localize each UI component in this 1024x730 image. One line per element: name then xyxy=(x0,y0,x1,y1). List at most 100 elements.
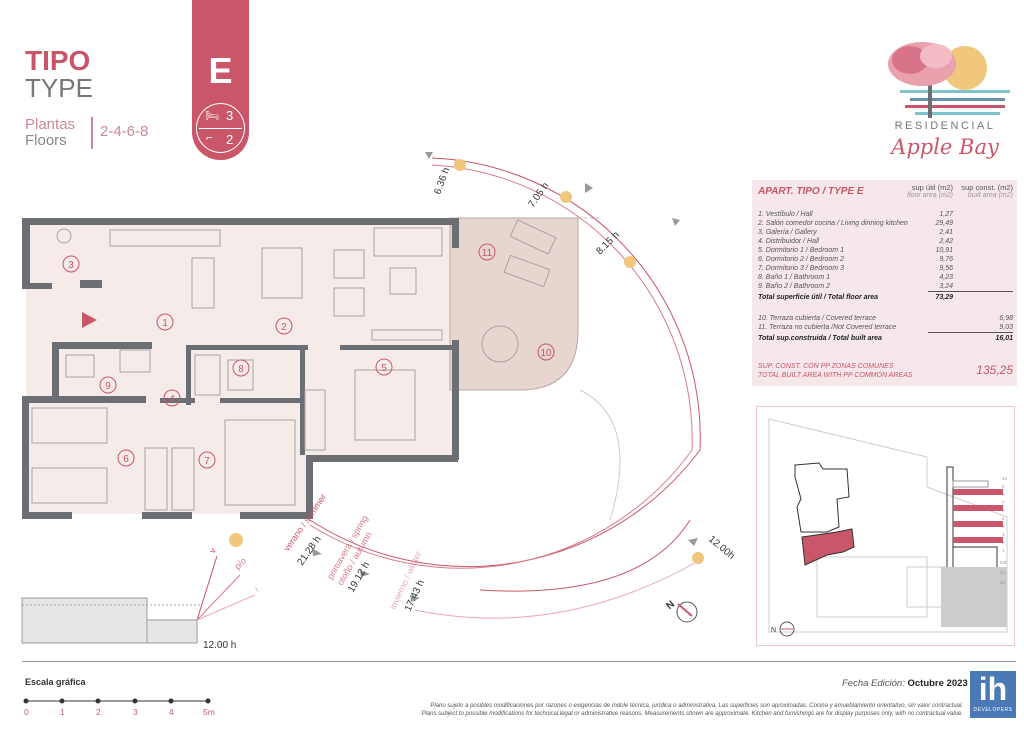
room-label: 2. Salón comedor cocina / Living dinning… xyxy=(758,220,908,227)
room-area: 4,23 xyxy=(939,274,953,281)
floor-label: 2 xyxy=(1002,540,1005,545)
room-area: 9,56 xyxy=(939,265,953,272)
developer-logo-sub: DEVELOPERS xyxy=(973,707,1013,713)
winter-ray-label: i xyxy=(253,584,260,594)
room-area: 3,24 xyxy=(939,283,953,290)
terrace-label: 11. Terraza no cubierta /Not Covered ter… xyxy=(758,324,897,331)
section-time: 12.00 h xyxy=(203,640,236,651)
room-number: 2 xyxy=(281,322,287,333)
room-number: 9 xyxy=(105,381,111,392)
sun-icon xyxy=(560,191,572,203)
equinox-ray-label: p/o xyxy=(232,555,248,571)
entrance-arrow-icon xyxy=(82,312,97,328)
edition-value: Octubre 2023 xyxy=(907,678,968,689)
disclaimer-es: Plano sujeto a posibles modificaciones p… xyxy=(430,703,963,709)
summer-ray-label: v xyxy=(207,546,218,555)
floor-label: 9 xyxy=(1002,484,1005,489)
room-label: 7. Dormitorio 3 / Bedroom 3 xyxy=(758,265,844,272)
room-number: 1 xyxy=(162,318,168,329)
divider xyxy=(91,117,93,149)
room-label: 8. Baño 1 / Bathroom 1 xyxy=(758,274,830,281)
room-area: 9,76 xyxy=(939,256,953,263)
floor-label: 6 xyxy=(1002,508,1005,513)
sun-time: 8.15 h xyxy=(594,230,621,257)
floor-label: S1 xyxy=(1000,570,1006,575)
location-minimap: 10 9 8 7 6 5 4 3 2 1 MZ S1 S2 N xyxy=(756,406,1015,646)
sun-icon xyxy=(454,159,466,171)
developer-logo: ih DEVELOPERS xyxy=(970,671,1016,718)
floors-label-en: Floors xyxy=(25,132,67,149)
floor-plan: 1 2 3 4 5 6 7 8 9 10 11 6.36 h 7.05 h 8.… xyxy=(21,152,737,651)
sun-icon xyxy=(624,256,636,268)
table-row: 6. Dormitorio 2 / Bedroom 2 9,76 xyxy=(758,255,1013,264)
room-number: 6 xyxy=(123,454,129,465)
divider xyxy=(199,128,242,129)
floor-label: 10 xyxy=(1002,476,1008,481)
room-label: 5. Dormitorio 1 / Bedroom 1 xyxy=(758,247,844,254)
total-built-value: 16,01 xyxy=(995,335,1013,342)
table-row: 8. Baño 1 / Bathroom 1 4,23 xyxy=(758,273,1013,282)
room-number: 3 xyxy=(68,260,74,271)
terrace-area: 9,03 xyxy=(999,324,1013,331)
terrace-area: 6,98 xyxy=(999,315,1013,322)
room-label: 9. Baño 2 / Bathroom 2 xyxy=(758,283,830,290)
type-ribbon: E 🛏︎ 3 ⌐ 2 xyxy=(192,0,249,160)
north-label: N xyxy=(664,599,677,612)
scale-tick: 5m xyxy=(203,707,215,717)
noon-time: 12.00h xyxy=(706,534,737,562)
total-floor-label: Total superficie útil / Total floor area xyxy=(758,294,879,301)
scale-tick: 2 xyxy=(96,707,101,717)
table-title: APART. TIPO / TYPE E xyxy=(758,186,864,197)
room-number: 7 xyxy=(204,456,210,467)
sunrise-time: 6.36 h xyxy=(432,166,452,196)
sun-time: 7.05 h xyxy=(526,181,551,210)
divider xyxy=(928,332,1013,333)
divider xyxy=(928,291,1013,292)
room-markers xyxy=(62,243,555,469)
room-label: 4. Distribuidor / Hall xyxy=(758,238,820,245)
col-floor-area-head: sup útil (m2) xyxy=(911,183,953,192)
pp-value: 135,25 xyxy=(976,363,1013,377)
floor-stack xyxy=(952,480,1003,543)
bedroom-count: 3 xyxy=(226,108,234,123)
room-number: 8 xyxy=(238,364,244,375)
area-table: APART. TIPO / TYPE E sup útil (m2) floor… xyxy=(752,180,1017,386)
pp-label-en: TOTAL BUILT AREA WITH PP COMMON AREAS xyxy=(758,372,913,379)
compass: N xyxy=(664,599,698,623)
room-area: 1,27 xyxy=(939,211,953,218)
terrace xyxy=(449,217,579,391)
table-row: 10. Terraza cubierta / Covered terrace 6,… xyxy=(758,314,1013,323)
edition-date: Fecha Edición: Octubre 2023 xyxy=(842,678,968,689)
terrace-label: 10. Terraza cubierta / Covered terrace xyxy=(758,315,877,322)
col-built-area-sub: built area (m2) xyxy=(967,192,1013,199)
equinox-arc xyxy=(309,164,693,569)
room-number: 11 xyxy=(482,248,493,259)
scale-title: Escala gráfica xyxy=(25,677,86,687)
disclaimer-en: Plans subject to possible modifications … xyxy=(421,711,963,717)
type-heading-es: TIPO xyxy=(25,45,91,76)
logo-name: Apple Bay xyxy=(891,135,999,159)
type-letter: E xyxy=(208,50,233,91)
bathroom-count: 2 xyxy=(226,132,234,147)
floor-label: 4 xyxy=(1002,524,1005,529)
floor-label: MZ xyxy=(1000,560,1007,565)
table-row: 2. Salón comedor cocina / Living dinning… xyxy=(758,219,1013,228)
room-area: 10,91 xyxy=(935,247,953,254)
room-label: 6. Dormitorio 2 / Bedroom 2 xyxy=(758,256,844,263)
floor-numbers: 2-4-6-8 xyxy=(100,123,149,140)
tree-logo-icon xyxy=(888,42,1010,118)
scale-tick: 4 xyxy=(169,707,174,717)
total-floor-value: 73,29 xyxy=(935,294,953,301)
col-built-area-head: sup const. (m2) xyxy=(961,183,1013,192)
sun-icons xyxy=(229,159,704,564)
rooms-badge: 🛏︎ 3 ⌐ 2 xyxy=(196,103,245,153)
sun-angle-section: v p/o i 12.00 h xyxy=(21,546,260,651)
table-row: 7. Dormitorio 3 / Bedroom 3 9,56 xyxy=(758,264,1013,273)
floor-label: 3 xyxy=(1002,532,1005,537)
room-number: 4 xyxy=(169,394,175,405)
table-row: 5. Dormitorio 1 / Bedroom 1 10,91 xyxy=(758,246,1013,255)
